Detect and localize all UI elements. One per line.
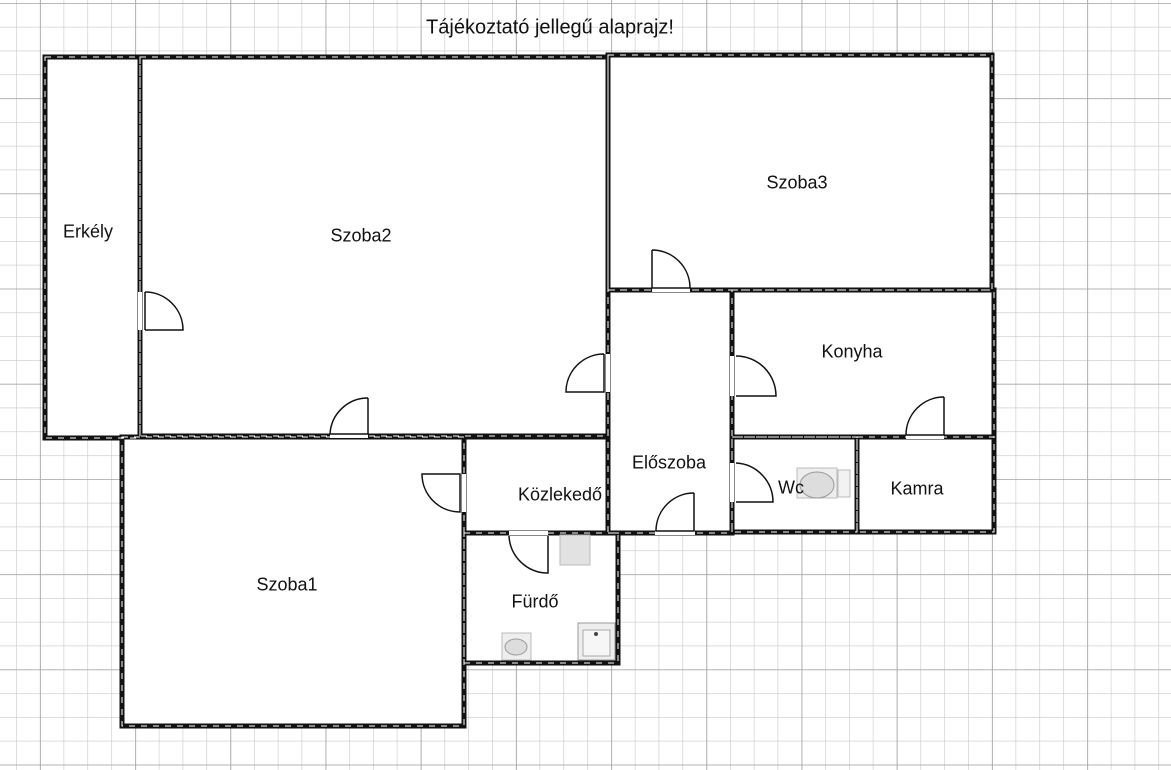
shower-tray-icon <box>577 622 616 661</box>
sink-icon <box>501 632 532 661</box>
wall-szoba2 <box>137 54 611 439</box>
door-szoba1[interactable] <box>421 473 466 513</box>
wall-szoba1 <box>119 434 467 729</box>
room-label-kamra: Kamra <box>890 478 944 499</box>
room-label-kozlekedo: Közlekedő <box>517 484 603 505</box>
door-wc[interactable] <box>730 462 774 503</box>
door-szoba3[interactable] <box>651 249 691 292</box>
room-label-eloszoba: Előszoba <box>631 452 707 473</box>
door-eloszoba-furdo-hall[interactable] <box>655 492 695 535</box>
wall-erkely <box>42 54 143 441</box>
door-szoba2-eloszoba[interactable] <box>565 353 610 393</box>
room-label-furdo: Fürdő <box>511 591 559 612</box>
door-szoba2-kozlekedo[interactable] <box>329 397 369 438</box>
door-erkely-szoba2[interactable] <box>138 291 184 331</box>
room-label-wc: Wc <box>778 477 804 498</box>
toilet-icon <box>796 467 851 499</box>
room-label-szoba2: Szoba2 <box>330 225 392 246</box>
page-title: Tájékoztató jellegű alaprajz! <box>426 16 674 39</box>
room-label-szoba3: Szoba3 <box>766 172 828 193</box>
door-furdo[interactable] <box>508 531 549 574</box>
wall-kamra <box>854 434 997 535</box>
wall-szoba3 <box>605 52 995 293</box>
wall-eloszoba <box>605 287 735 536</box>
washing-machine-icon <box>559 534 591 566</box>
door-konyha-kamra[interactable] <box>905 396 945 439</box>
doors <box>138 249 945 574</box>
room-label-erkely: Erkély <box>62 221 114 242</box>
door-konyha[interactable] <box>730 355 777 397</box>
room-label-szoba1: Szoba1 <box>256 574 318 595</box>
wall-konyha <box>729 287 997 440</box>
room-label-konyha: Konyha <box>821 341 883 362</box>
